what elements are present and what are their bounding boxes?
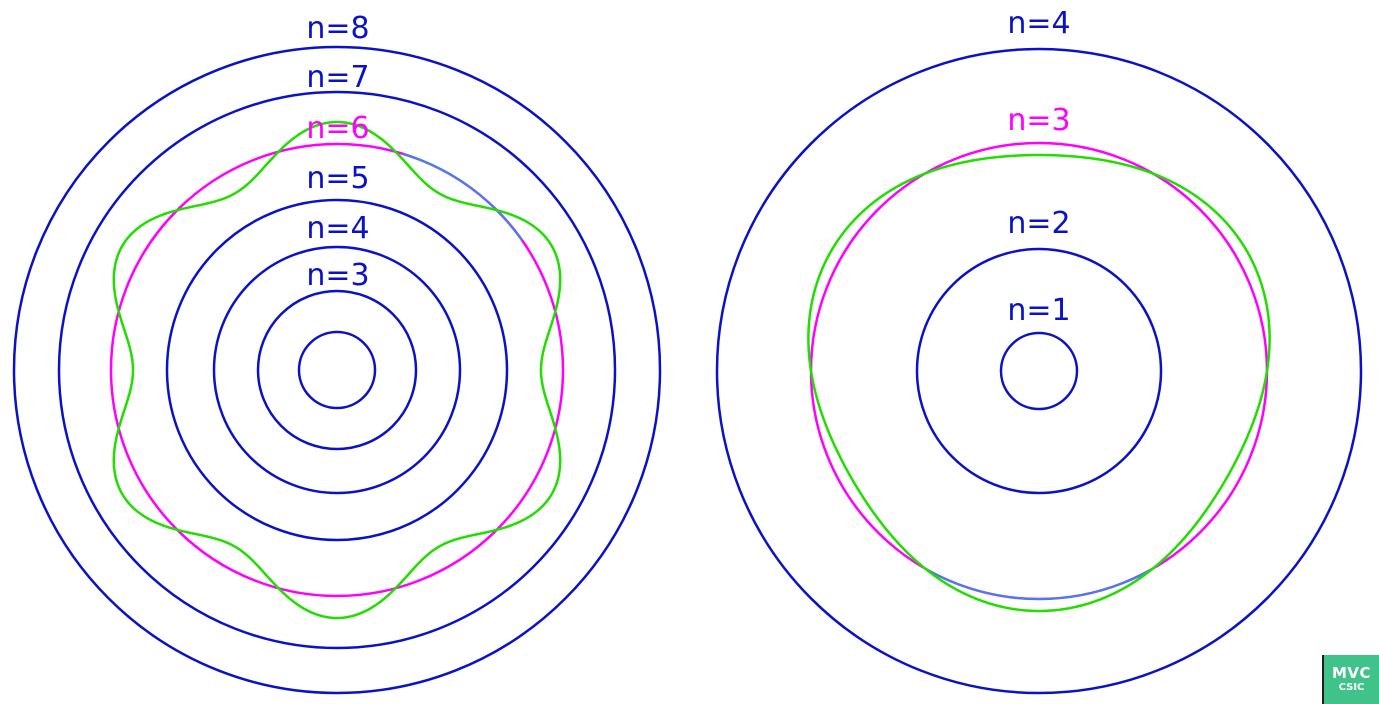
right-orbit-4 bbox=[715, 47, 1363, 695]
left-label-n4: n=4 bbox=[306, 211, 369, 246]
left-label-n8: n=8 bbox=[306, 11, 369, 46]
left-orbit-6-highlight bbox=[109, 142, 565, 598]
left-orbit-3 bbox=[256, 289, 418, 451]
right-standing-wave bbox=[807, 153, 1271, 613]
left-orbit-5 bbox=[165, 198, 509, 542]
left-label-n3: n=3 bbox=[306, 258, 369, 293]
right-label-n2: n=2 bbox=[1007, 206, 1070, 241]
right-orbit-1 bbox=[999, 331, 1079, 411]
left-label-n6: n=6 bbox=[306, 111, 369, 146]
left-orbit-8 bbox=[12, 45, 662, 695]
left-orbit-segment bbox=[402, 152, 523, 241]
right-label-n4: n=4 bbox=[1007, 6, 1070, 41]
logo-top-text: MVC bbox=[1331, 664, 1372, 682]
left-label-n5: n=5 bbox=[306, 161, 369, 196]
left-orbit-1 bbox=[297, 330, 377, 410]
left-atom: n=8 n=7 n=6 n=5 n=4 n=3 bbox=[12, 11, 662, 695]
logo-bottom-text: CSIC bbox=[1338, 682, 1365, 693]
left-standing-wave bbox=[112, 120, 562, 620]
right-atom: n=4 n=3 n=2 n=1 bbox=[715, 6, 1363, 695]
right-orbit-2 bbox=[915, 247, 1163, 495]
left-orbit-7 bbox=[57, 90, 617, 650]
right-orbit-segment bbox=[924, 567, 1154, 600]
right-label-n1: n=1 bbox=[1007, 293, 1070, 328]
left-label-n7: n=7 bbox=[306, 60, 369, 95]
right-label-n3: n=3 bbox=[1007, 103, 1070, 138]
mvc-csic-logo: MVC CSIC bbox=[1322, 655, 1379, 704]
left-orbit-4 bbox=[212, 245, 462, 495]
